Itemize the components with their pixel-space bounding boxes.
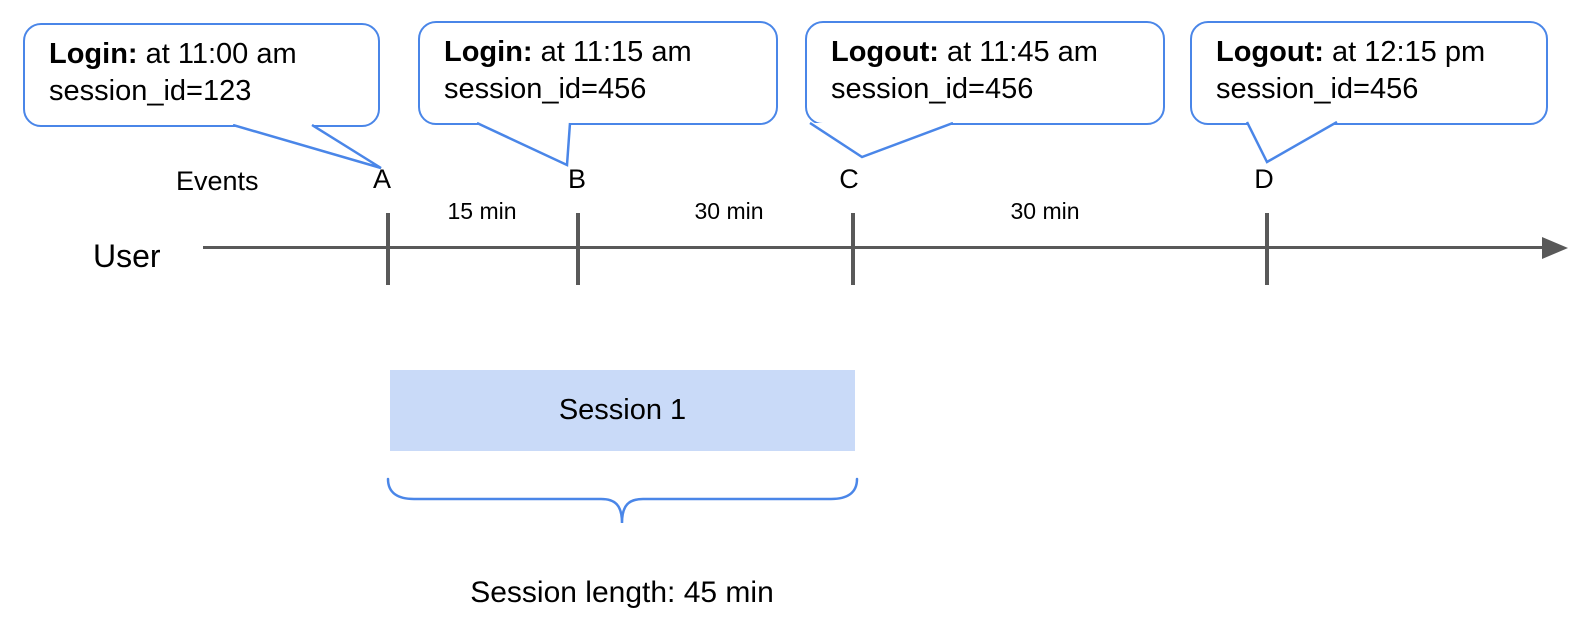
timeline-axis [203,246,1545,249]
callout-event-line: Logout: at 12:15 pm [1216,34,1530,71]
event-type-label: Login: [49,38,138,70]
event-type-label: Login: [444,36,533,68]
tick-mark-d [1265,213,1269,285]
callout-logout-d: Logout: at 12:15 pm session_id=456 [1190,21,1548,125]
callout-login-b: Login: at 11:15 am session_id=456 [418,21,778,125]
event-time-text: at 11:15 am [532,36,692,68]
event-time-text: at 11:00 am [137,38,297,70]
session-length-label: Session length: 45 min [470,576,774,609]
session-1-label: Session 1 [558,394,687,426]
events-label: Events [176,166,259,196]
event-time-text: at 11:45 am [938,36,1098,68]
event-type-label: Logout: [831,36,939,68]
marker-label-b: B [567,164,587,194]
callout-event-line: Logout: at 11:45 am [831,34,1147,71]
tick-mark-b [576,213,580,285]
interval-label-a-b: 15 min [447,198,517,224]
session-id-text: session_id=456 [1216,73,1419,105]
session-id-text: session_id=456 [831,73,1034,105]
session-id-text: session_id=123 [49,75,252,107]
marker-label-d: D [1254,164,1274,194]
callout-event-line: Login: at 11:00 am [49,36,362,73]
marker-label-a: A [372,164,392,194]
timeline-arrowhead-icon [1542,237,1568,259]
event-type-label: Logout: [1216,36,1324,68]
session-1-bar: Session 1 [390,370,855,451]
tick-mark-a [386,213,390,285]
interval-label-c-d: 30 min [1010,198,1080,224]
callout-event-line: Login: at 11:15 am [444,34,760,71]
marker-label-c: C [839,164,859,194]
tick-mark-c [851,213,855,285]
callout-logout-c: Logout: at 11:45 am session_id=456 [805,21,1165,125]
callout-tail-d-icon [1245,121,1338,164]
user-axis-label: User [93,238,161,274]
interval-label-b-c: 30 min [694,198,764,224]
callout-tail-a-icon [232,124,382,170]
callout-tail-b-icon [476,122,572,167]
session-length-brace-icon [386,477,859,524]
callout-tail-c-icon [809,122,954,159]
session-id-text: session_id=456 [444,73,647,105]
callout-login-a: Login: at 11:00 am session_id=123 [23,23,380,127]
event-time-text: at 12:15 pm [1323,36,1486,68]
